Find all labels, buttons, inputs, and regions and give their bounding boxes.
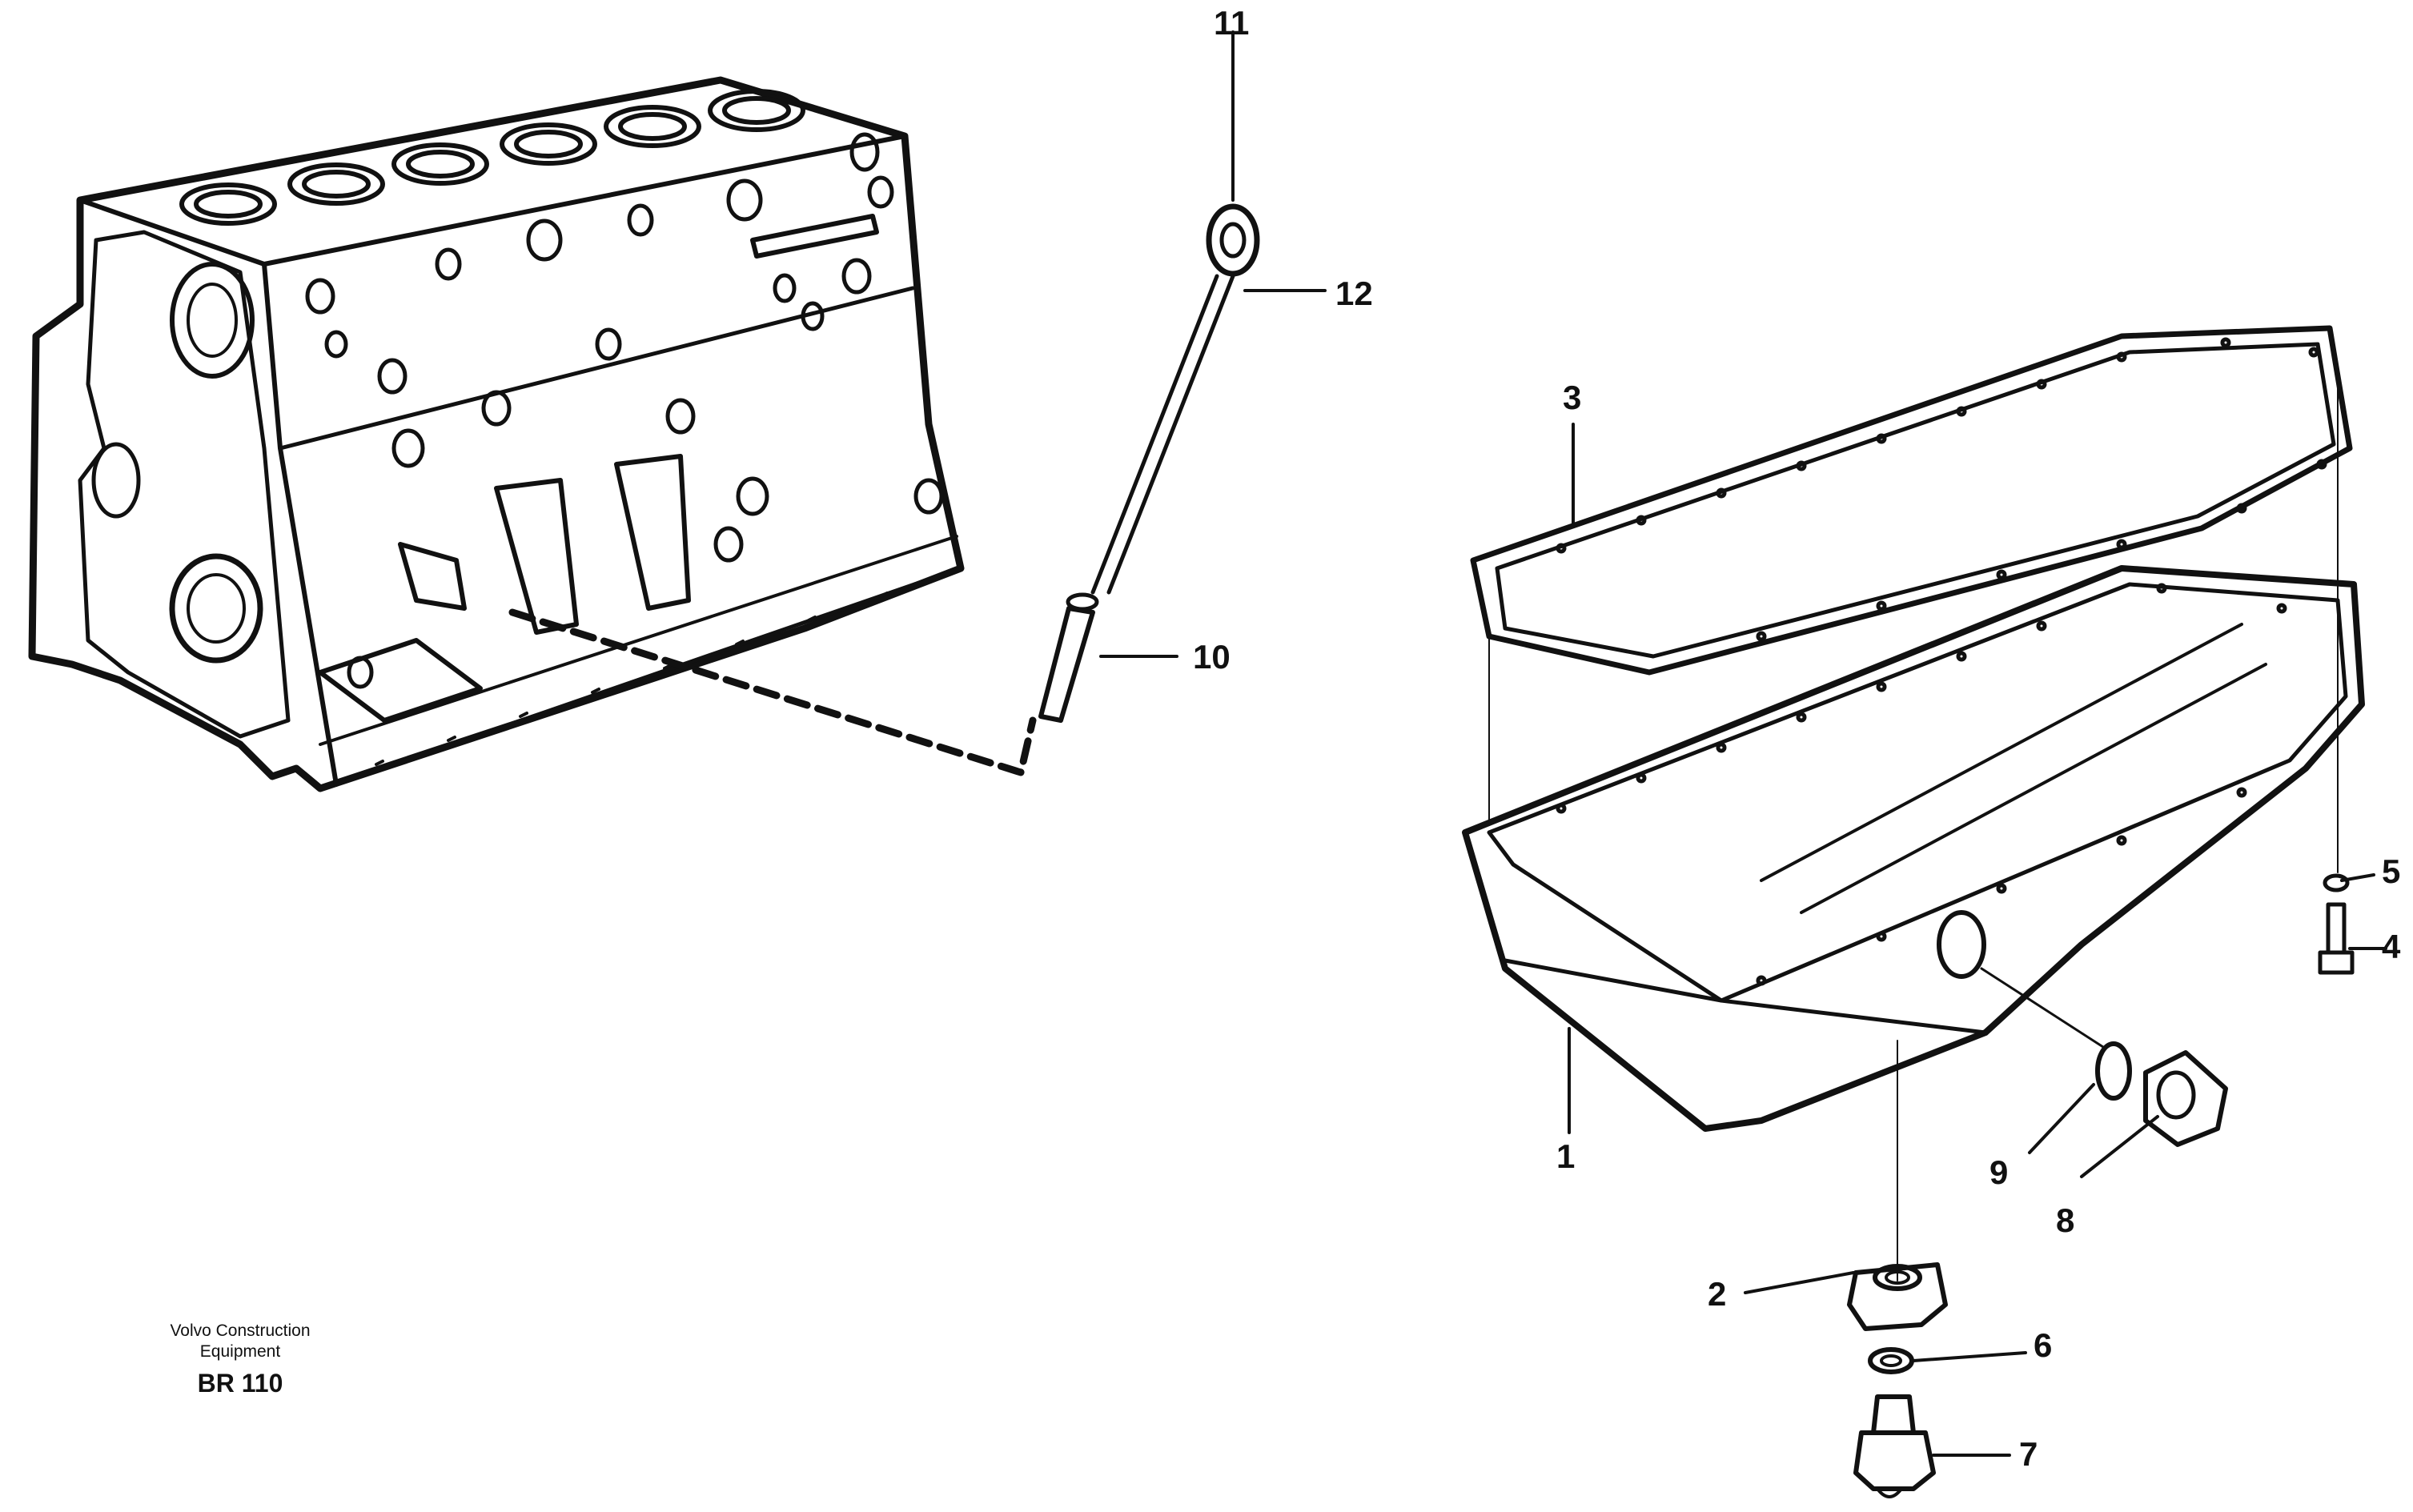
- oil-pan: [1462, 375, 2365, 1281]
- adapter-2: [1847, 1262, 1948, 1331]
- washer-6: [1868, 1347, 1914, 1374]
- caption-category: Equipment: [199, 1342, 281, 1361]
- callout-6: 6: [2034, 1326, 2053, 1364]
- drain-plug-8: [2143, 1050, 2228, 1147]
- callout-8: 8: [2056, 1201, 2075, 1239]
- callout-2: 2: [1708, 1275, 1727, 1313]
- callout-4: 4: [2382, 928, 2401, 965]
- caption-model: BR 110: [197, 1369, 283, 1398]
- oil-pan-gasket: [1470, 325, 2353, 676]
- engine-block: [28, 76, 965, 792]
- callout-1: 1: [1556, 1137, 1576, 1175]
- callout-12: 12: [1335, 275, 1373, 312]
- callout-9: 9: [1989, 1153, 2009, 1191]
- washer-5: [2323, 873, 2350, 892]
- dipstick: [1038, 30, 1260, 723]
- callout-11: 11: [1214, 4, 1250, 42]
- bolt-4: [2318, 902, 2355, 975]
- callout-leaders: [1099, 289, 2387, 1457]
- callout-7: 7: [2019, 1435, 2038, 1473]
- callout-3: 3: [1563, 379, 1582, 416]
- sealing-ring-9: [1980, 967, 2132, 1101]
- publisher-caption: Volvo Construction Equipment BR 110: [148, 1321, 332, 1398]
- caption-manufacturer: Volvo Construction: [170, 1321, 311, 1340]
- dipstick-location-leader: [508, 608, 1037, 776]
- callout-10: 10: [1193, 638, 1231, 676]
- callout-5: 5: [2382, 852, 2401, 890]
- sensor-7: [1853, 1394, 1936, 1498]
